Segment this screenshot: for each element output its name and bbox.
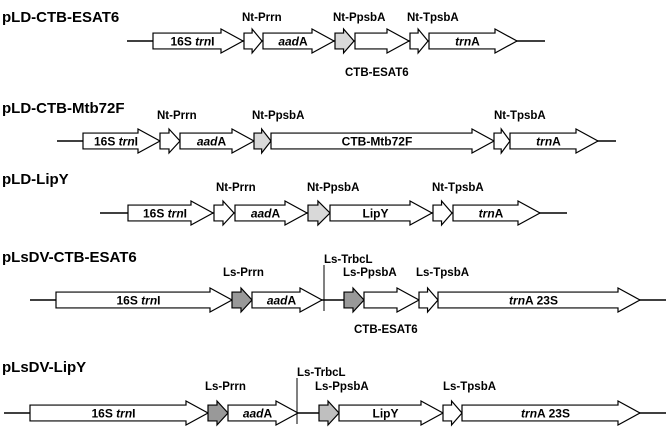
- promoter-label-ls-ppsba: Ls-PpsbA: [343, 267, 397, 279]
- feature-label-16s-trni: 16S trnI: [143, 207, 187, 221]
- feature-arrow-16s-trni: [127, 199, 215, 227]
- feature-arrow-16s-trni: [82, 127, 162, 155]
- feature-label-aada: aadA: [251, 207, 281, 221]
- feature-label-aada: aadA: [197, 135, 227, 149]
- feature-arrow-ls-ppsba: [318, 399, 340, 427]
- feature-arrow-trna: [509, 127, 600, 155]
- gene-label-ctb-esat6: CTB-ESAT6: [354, 324, 418, 336]
- construct-title: pLD-CTB-ESAT6: [2, 9, 119, 26]
- construct-title: pLsDV-CTB-ESAT6: [2, 249, 137, 266]
- feature-arrow-nt-tpsba: [432, 199, 453, 227]
- promoter-label-nt-ppsba: Nt-PpsbA: [252, 110, 304, 122]
- feature-label-ctb-mtb72f: CTB-Mtb72F: [342, 135, 413, 149]
- feature-arrow-ls-tpsba: [442, 399, 463, 427]
- feature-label-16s-trni: 16S trnI: [94, 135, 138, 149]
- feature-arrow-ls-prrn: [231, 286, 253, 314]
- feature-arrow-trna: [428, 27, 519, 55]
- promoter-label-ls-ppsba: Ls-PpsbA: [315, 381, 369, 393]
- feature-label-trna: trnA: [455, 35, 480, 49]
- feature-label-lipy: LipY: [363, 207, 389, 221]
- construct-pld-ctb-mtb72f: pLD-CTB-Mtb72F Nt-Prrn Nt-PpsbA Nt-TpsbA…: [2, 100, 616, 155]
- feature-arrow-aada: [251, 286, 324, 314]
- feature-arrow-ctb-esat6: [354, 27, 411, 55]
- feature-arrow-trna: [452, 199, 542, 227]
- promoter-label-nt-prrn: Nt-Prrn: [157, 110, 197, 122]
- feature-arrow-nt-ppsba: [307, 199, 331, 227]
- feature-arrow-nt-prrn: [159, 127, 181, 155]
- promoter-label-ls-prrn: Ls-Prrn: [205, 381, 246, 393]
- feature-arrow-trna-23s: [461, 399, 642, 427]
- feature-arrow-aada: [262, 27, 336, 55]
- terminator-label-nt-tpsba: Nt-TpsbA: [407, 12, 459, 24]
- feature-arrow-ls-prrn: [207, 399, 229, 427]
- feature-label-trna: trnA: [479, 207, 504, 221]
- feature-arrow-trna-23s: [437, 286, 642, 314]
- feature-arrow-ls-tpsba: [418, 286, 439, 314]
- feature-arrow-16s-trni: [152, 27, 245, 55]
- gene-label-ctb-esat6: CTB-ESAT6: [345, 67, 409, 79]
- terminator-label-ls-trbcl: Ls-TrbcL: [324, 254, 373, 266]
- terminator-label-nt-tpsba: Nt-TpsbA: [494, 110, 546, 122]
- feature-arrow-16s-trni: [55, 286, 234, 314]
- feature-arrow-nt-prrn: [213, 199, 235, 227]
- terminator-label-ls-tpsba: Ls-TpsbA: [443, 381, 496, 393]
- terminator-label-ls-trbcl: Ls-TrbcL: [297, 367, 346, 379]
- feature-arrow-nt-ppsba: [253, 127, 272, 155]
- construct-title: pLD-CTB-Mtb72F: [2, 100, 124, 117]
- construct-title: pLD-LipY: [2, 171, 69, 188]
- feature-label-trna-23s: trnA 23S: [521, 407, 570, 421]
- feature-arrow-nt-prrn: [243, 27, 263, 55]
- feature-arrow-nt-tpsba: [409, 27, 429, 55]
- feature-label-aada: aadA: [267, 294, 297, 308]
- terminator-label-nt-tpsba: Nt-TpsbA: [432, 182, 484, 194]
- feature-arrow-aada: [179, 127, 256, 155]
- feature-label-trna: trnA: [536, 135, 561, 149]
- construct-pld-ctb-esat6: pLD-CTB-ESAT6 Nt-Prrn Nt-PpsbA Nt-TpsbA …: [2, 9, 545, 79]
- feature-arrow-ctb-esat6: [363, 286, 421, 314]
- feature-arrow-nt-ppsba: [334, 27, 355, 55]
- feature-arrow-nt-tpsba: [493, 127, 511, 155]
- terminator-label-ls-tpsba: Ls-TpsbA: [416, 267, 469, 279]
- construct-plsdv-lipy: pLsDV-LipY Ls-Prrn Ls-TrbcL Ls-PpsbA Ls-…: [2, 359, 666, 427]
- feature-label-16s-trni: 16S trnI: [91, 407, 135, 421]
- promoter-label-ls-prrn: Ls-Prrn: [223, 267, 264, 279]
- feature-label-aada: aadA: [243, 407, 273, 421]
- feature-arrow-ctb-mtb72f: [270, 127, 496, 155]
- feature-arrow-ls-ppsba: [343, 286, 365, 314]
- feature-arrow-aada: [227, 399, 300, 427]
- feature-label-trna-23s: trnA 23S: [509, 294, 558, 308]
- feature-label-16s-trni: 16S trnI: [116, 294, 160, 308]
- feature-arrow-aada: [234, 199, 309, 227]
- promoter-label-nt-prrn: Nt-Prrn: [242, 12, 282, 24]
- feature-arrow-lipy: [338, 399, 445, 427]
- promoter-label-nt-prrn: Nt-Prrn: [216, 182, 256, 194]
- construct-pld-lipy: pLD-LipY Nt-Prrn Nt-PpsbA Nt-TpsbA 16S t…: [2, 171, 567, 227]
- promoter-label-nt-ppsba: Nt-PpsbA: [333, 12, 385, 24]
- promoter-label-nt-ppsba: Nt-PpsbA: [307, 182, 359, 194]
- feature-label-16s-trni: 16S trnI: [170, 35, 214, 49]
- construct-plsdv-ctb-esat6: pLsDV-CTB-ESAT6 Ls-Prrn Ls-TrbcL Ls-Ppsb…: [2, 249, 666, 336]
- feature-label-aada: aadA: [278, 35, 308, 49]
- feature-arrow-lipy: [329, 199, 434, 227]
- construct-title: pLsDV-LipY: [2, 359, 86, 376]
- feature-label-lipy: LipY: [373, 407, 399, 421]
- feature-arrow-16s-trni: [29, 399, 210, 427]
